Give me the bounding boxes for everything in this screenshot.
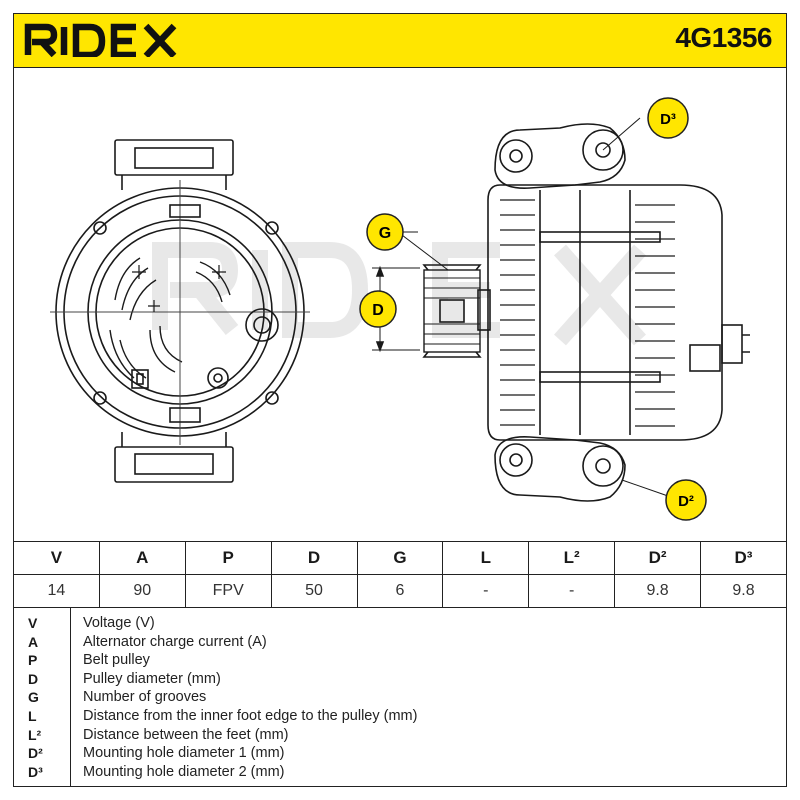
legend-description: Voltage (V) [83,615,155,631]
ridex-logo [24,23,177,57]
legend-symbol: G [28,689,39,706]
legend-description: Mounting hole diameter 1 (mm) [83,745,285,762]
legend-row: L Distance from the inner foot edge to th… [14,708,788,726]
spec-value-cell: 9.8 [700,574,787,608]
callout-d3-label: D³ [660,111,676,128]
callout-g: G [366,213,404,251]
legend-row: D Pulley diameter (mm) [14,671,788,689]
spec-header-cell: L² [528,541,616,575]
legend-symbol: V [28,615,38,631]
spec-value-cell: 9.8 [614,574,701,608]
legend-symbol: L [28,708,37,724]
spec-header-cell: D³ [700,541,787,575]
spec-header-cell: L [442,541,530,575]
legend-row: D³ Mounting hole diameter 2 (mm) [14,764,788,782]
legend-row: D² Mounting hole diameter 1 (mm) [14,745,788,763]
spec-value-cell: - [528,574,616,608]
legend-symbol: A [28,633,39,650]
legend-description: Mounting hole diameter 2 (mm) [83,763,285,780]
legend-description: Alternator charge current (A) [83,633,267,650]
spec-header-cell: D [270,541,358,575]
callout-g-label: G [379,225,391,242]
legend-symbol: D³ [28,763,43,780]
callout-d3: D³ [647,97,689,139]
spec-value-cell: 6 [356,574,444,608]
callout-d2: D² [665,479,707,521]
legend-row: A Alternator charge current (A) [14,634,788,652]
legend-description: Distance between the feet (mm) [83,726,289,743]
spec-header-cell: P [184,541,272,575]
callout-d2-label: D² [678,493,694,510]
legend-symbol: D [28,670,39,687]
alternator-side-view [372,117,750,502]
legend-symbol: P [28,652,38,669]
legend-row: V Voltage (V) [14,615,788,633]
legend-symbol: L² [28,726,42,743]
legend-description: Pulley diameter (mm) [83,670,221,687]
header-bar [13,13,787,68]
legend-row: L² Distance between the feet (mm) [14,727,788,745]
spec-value-cell: FPV [184,574,272,608]
legend-divider [70,608,71,786]
spec-header-cell: V [13,541,100,575]
callout-d-label: D [372,302,384,319]
spec-header-cell: A [98,541,186,575]
spec-value-cell: - [442,574,530,608]
alternator-rear-view [50,139,310,483]
legend-symbol: D² [28,745,43,762]
legend-row: P Belt pulley [14,652,788,670]
legend-description: Distance from the inner foot edge to the… [83,708,418,724]
spec-header-cell: G [356,541,444,575]
spec-header-cell: D² [614,541,701,575]
spec-value-cell: 90 [98,574,186,608]
technical-drawing: G D D³ D² [50,97,750,521]
spec-value-cell: 50 [270,574,358,608]
legend-description: Number of grooves [83,689,207,706]
legend: V Voltage (V) A Alternator charge current (… [13,608,787,787]
callout-d: D [359,290,397,328]
watermark [152,242,646,346]
legend-description: Belt pulley [83,652,150,669]
legend-row: G Number of grooves [14,689,788,707]
spec-value-cell: 14 [13,574,100,608]
part-number: 4G1356 [675,22,772,53]
